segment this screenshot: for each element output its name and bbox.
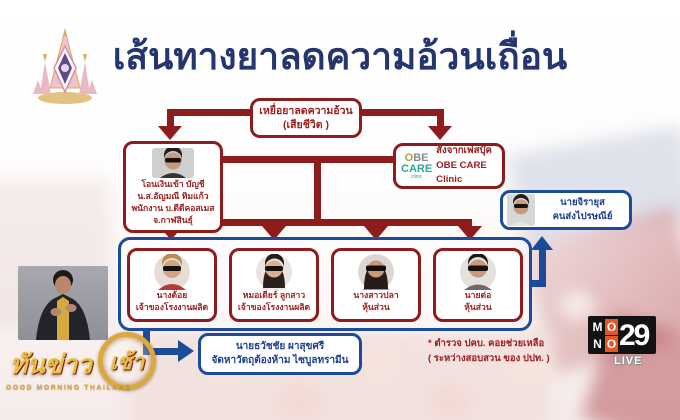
- royal-emblem: [28, 26, 102, 108]
- background-blur-shape: [508, 125, 680, 250]
- flow-line: [437, 109, 444, 128]
- royal-emblem-graphic: [33, 28, 97, 104]
- courier-line1: นายจิรายุส: [560, 197, 605, 209]
- obe-logo-care: CARE: [401, 162, 433, 175]
- sign-language-interpreter: [18, 266, 108, 340]
- flow-line: [167, 109, 174, 128]
- supplier-line2: จัดหาวัตถุต้องห้าม ไซบูลทรามีน: [211, 355, 349, 366]
- suspect-photo: [152, 148, 194, 178]
- channel-letter-n: N: [593, 336, 602, 351]
- arrow-down-icon: [364, 226, 388, 240]
- account-text: โอนเงินเข้า บัญชี น.ส.อัญมณี ทิมแก้ว พนั…: [131, 178, 214, 226]
- background-pill: [360, 345, 400, 381]
- account-line3: พนักงาน บ.ดีดีคอสเมส: [131, 203, 215, 214]
- channel-letter-o2: O: [605, 335, 618, 352]
- clinic-box: OBE CARE clinic สั่งจากเฟสบุ๊ค OBE CARE …: [393, 143, 505, 189]
- suspect-name: หมอเดียร์ ลูกสาว: [242, 290, 306, 300]
- channel-logo-letters: M O N O: [591, 318, 618, 352]
- background-pill: [430, 385, 470, 419]
- suspect-role: หุ้นส่วน: [362, 301, 390, 312]
- channel-logo: M O N O 29 LIVE: [588, 316, 672, 372]
- channel-number: 29: [619, 318, 650, 352]
- suspect-box-1: นางต้อย เจ้าของโรงงานผลิต: [127, 248, 217, 322]
- account-line2: น.ส.อัญมณี ทิมแก้ว: [137, 191, 209, 202]
- obe-logo-clinic: clinic: [411, 173, 423, 180]
- clinic-line1: สั่งจากเฟสบุ๊ค: [436, 145, 492, 157]
- clinic-text: สั่งจากเฟสบุ๊ค OBE CARE Clinic: [436, 144, 497, 187]
- suspect-photo: [358, 254, 394, 290]
- flow-line: [159, 219, 472, 226]
- police-note: * ตำรวจ ปคบ. คอยช่วยเหลือ ( ระหว่างสอบสว…: [428, 336, 598, 366]
- suspect-role: เจ้าของโรงงานผลิต: [135, 301, 209, 312]
- channel-letter-o1: O: [605, 318, 618, 335]
- courier-photo: [507, 194, 535, 226]
- live-badge: LIVE: [614, 355, 643, 367]
- victim-line2: (เสียชีวิต ): [283, 119, 329, 131]
- obe-care-logo: OBE CARE clinic: [401, 151, 433, 180]
- victim-box: เหยื่อยาลดความอ้วน (เสียชีวิต ): [250, 98, 362, 138]
- suspect-name: นายต่อ: [464, 290, 492, 300]
- courier-line2: คนส่งไปรษณีย์: [552, 211, 613, 222]
- flow-line: [314, 156, 321, 222]
- flow-line-blue: [529, 280, 546, 287]
- suspect-text: นายต่อ หุ้นส่วน: [464, 290, 492, 313]
- channel-letter-m: M: [592, 319, 603, 334]
- interpreter-figure: [36, 270, 90, 340]
- account-line1: โอนเงินเข้า บัญชี: [141, 179, 205, 189]
- channel-logo-box: M O N O 29: [588, 316, 656, 354]
- show-logo-word2: เช้า: [109, 348, 145, 374]
- flow-line: [167, 109, 252, 116]
- show-logo: ทันข่าว เช้า GOOD MORNING THAILAND: [4, 332, 169, 406]
- suspect-text: นางสาวปลา หุ้นส่วน: [353, 290, 398, 313]
- arrow-down-icon: [458, 226, 482, 240]
- suspect-text: หมอเดียร์ ลูกสาว เจ้าของโรงงานผลิต: [238, 290, 310, 313]
- background-pill: [280, 385, 320, 419]
- suspect-name: นางต้อย: [156, 290, 188, 300]
- suspect-box-2: หมอเดียร์ ลูกสาว เจ้าของโรงงานผลิต: [229, 248, 319, 322]
- suspect-role: เจ้าของโรงงานผลิต: [237, 301, 311, 312]
- arrow-down-icon: [158, 126, 182, 140]
- headline: เส้นทางยาลดความอ้วนเถื่อน: [112, 36, 568, 77]
- supplier-line1: นายธวัชชัย ผาสุขศรี: [235, 340, 325, 352]
- clinic-line2: OBE CARE Clinic: [436, 159, 487, 186]
- obe-logo-be: BE: [413, 151, 429, 164]
- account-box: โอนเงินเข้า บัญชี น.ส.อัญมณี ทิมแก้ว พนั…: [123, 141, 223, 233]
- suspect-text: นางต้อย เจ้าของโรงงานผลิต: [136, 290, 208, 313]
- suspect-box-4: นายต่อ หุ้นส่วน: [433, 248, 523, 322]
- arrow-down-icon: [428, 126, 452, 140]
- suspect-name: นางสาวปลา: [353, 290, 399, 300]
- flow-line-blue: [143, 348, 179, 355]
- account-line4: จ.กาฬสินธุ์: [153, 215, 193, 226]
- suspect-photo: [154, 254, 190, 290]
- courier-text: นายจิรายุส คนส่งไปรษณีย์: [540, 196, 625, 224]
- police-note-line2: ( ระหว่างสอบสวน ของ ปปท. ): [428, 353, 550, 365]
- suspect-photo: [460, 254, 496, 290]
- arrow-down-icon: [262, 226, 286, 240]
- suspect-photo: [256, 254, 292, 290]
- victim-line1: เหยื่อยาลดความอ้วน: [259, 104, 353, 117]
- flow-line-blue: [539, 249, 546, 287]
- show-logo-tagline: GOOD MORNING THAILAND: [6, 384, 132, 391]
- arrow-right-icon: [178, 340, 194, 362]
- flow-line: [223, 156, 395, 163]
- courier-box: นายจิรายุส คนส่งไปรษณีย์: [500, 190, 632, 230]
- suspect-box-3: นางสาวปลา หุ้นส่วน: [331, 248, 421, 322]
- arrow-up-icon: [531, 236, 553, 250]
- show-logo-word1: ทันข่าว: [10, 349, 92, 379]
- supplier-box: นายธวัชชัย ผาสุขศรี จัดหาวัตถุต้องห้าม ไ…: [198, 333, 362, 375]
- obe-logo-o: O: [404, 151, 414, 164]
- suspect-role: หุ้นส่วน: [464, 301, 492, 312]
- flow-line: [358, 109, 444, 116]
- police-note-line1: * ตำรวจ ปคบ. คอยช่วยเหลือ: [428, 338, 545, 349]
- show-logo-ring: เช้า: [98, 332, 156, 390]
